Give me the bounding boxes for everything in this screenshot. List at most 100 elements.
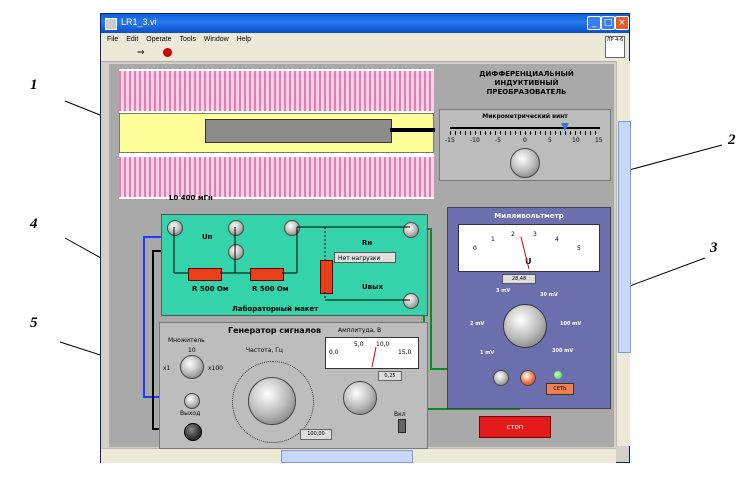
front-panel: L0 400 мГн ДИФФЕРЕНЦИАЛЬНЫЙ ИНДУКТИВНЫЙ …: [109, 64, 614, 449]
board-label-rn: Rн: [362, 239, 373, 247]
range-knob[interactable]: [503, 304, 547, 348]
micrometer-slider-track[interactable]: [450, 127, 600, 129]
menu-file[interactable]: File: [107, 36, 119, 43]
callout-2: 2: [728, 132, 736, 148]
hscroll-thumb[interactable]: [281, 450, 413, 463]
power-led: [554, 371, 562, 379]
amplitude-meter: 0,0 5,0 10,0 15,0: [325, 337, 419, 369]
board-label-un: Uп: [202, 233, 213, 241]
multiplier-value: 10: [188, 347, 196, 354]
power-label: Вкл: [394, 411, 406, 418]
range-1mv: 1 mV: [480, 350, 495, 356]
menu-edit[interactable]: Edit: [126, 36, 139, 43]
mv-input-jack-1[interactable]: [493, 370, 509, 386]
transducer-title-line1: ДИФФЕРЕНЦИАЛЬНЫЙ: [479, 70, 574, 78]
micro-scale-0: -15: [445, 137, 455, 144]
lab-board: Uп Rн Нет нагрузки R 500 Ом R 500 Ом Uвы…: [161, 214, 428, 316]
amplitude-knob[interactable]: [343, 381, 377, 415]
range-2mv: 2 mV: [470, 321, 485, 327]
amp-scale-1: 5,0: [354, 341, 364, 348]
r1-label: R 500 Ом: [192, 285, 229, 293]
micro-scale-6: 15: [595, 137, 603, 144]
horizontal-scrollbar[interactable]: [101, 448, 616, 463]
millivoltmeter-meter: 0 1 2 3 4 5 U: [458, 224, 600, 272]
stop-button[interactable]: стоп: [479, 416, 551, 438]
micrometer-box: Микрометрический винт -15 -10 -5 0 5 10 …: [439, 109, 611, 181]
multiplier-left: x1: [163, 365, 171, 372]
board-jack-3[interactable]: [228, 244, 244, 260]
power-toggle[interactable]: [398, 419, 406, 433]
mv-input-jack-2[interactable]: [520, 370, 536, 386]
mv-scale-2: 2: [511, 231, 515, 238]
resistor-load: [320, 260, 333, 294]
resistor-2: [250, 268, 284, 281]
micro-scale-4: 5: [548, 137, 552, 144]
callout-1: 1: [30, 77, 38, 93]
minimize-button[interactable]: _: [587, 16, 601, 30]
coil-core[interactable]: [205, 119, 392, 143]
maximize-button[interactable]: □: [601, 16, 615, 30]
micro-scale-3: 0: [523, 137, 527, 144]
millivoltmeter-readout: 28,48: [502, 274, 536, 284]
r2-label: R 500 Ом: [252, 285, 289, 293]
title-bar[interactable]: LR1_3.vi _ □ ×: [101, 14, 629, 33]
mv-scale-0: 0: [473, 245, 477, 252]
board-jack-4[interactable]: [284, 220, 300, 236]
coil-winding-top: [119, 71, 434, 111]
multiplier-knob[interactable]: [180, 355, 204, 379]
menu-tools[interactable]: Tools: [179, 36, 196, 43]
toolbar: ⇒: [101, 46, 629, 62]
millivoltmeter-title: Милливольтметр: [494, 212, 564, 220]
frequency-readout[interactable]: 100,00: [300, 429, 332, 440]
mv-scale-5: 5: [577, 245, 581, 252]
scroll-thumb[interactable]: [618, 121, 631, 353]
generator-ground-jack[interactable]: [184, 423, 202, 441]
callout-3: 3: [710, 240, 718, 256]
mv-scale-3: 3: [533, 231, 537, 238]
callout-5: 5: [30, 315, 38, 331]
generator-title: Генератор сигналов: [228, 326, 322, 335]
frequency-dial-ticks: [232, 361, 314, 443]
board-jack-out2[interactable]: [403, 293, 419, 309]
run-arrow-icon[interactable]: ⇒: [137, 48, 145, 58]
menu-window[interactable]: Window: [203, 36, 229, 43]
range-30mv: 30 mV: [540, 292, 558, 298]
micrometer-knob[interactable]: [510, 148, 540, 178]
transducer-title-line2: ИНДУКТИВНЫЙ: [494, 79, 559, 87]
close-button[interactable]: ×: [615, 16, 629, 30]
set-button[interactable]: СЕТЬ: [546, 383, 574, 395]
coil-area: [119, 69, 435, 199]
mv-scale-4: 4: [555, 236, 559, 243]
app-icon: [105, 18, 117, 30]
stop-sign-icon[interactable]: [163, 48, 172, 57]
board-label-uout: Uвых: [362, 283, 383, 291]
board-traces: [173, 226, 410, 301]
millivoltmeter: Милливольтметр 0 1 2 3 4 5 U 28,48 3 mV …: [447, 207, 611, 409]
micro-scale-5: 10: [572, 137, 580, 144]
board-jack-1[interactable]: [167, 220, 183, 236]
millivoltmeter-needle: [520, 236, 530, 270]
vi-icon: ЛР 4-6: [605, 36, 625, 58]
load-select[interactable]: Нет нагрузки: [334, 252, 396, 263]
core-rod: [390, 128, 435, 132]
coil-label: L0 400 мГн: [169, 194, 213, 202]
amplitude-readout[interactable]: 0,25: [378, 371, 402, 381]
range-100mv: 100 mV: [560, 321, 582, 327]
micrometer-ticks: [450, 131, 600, 135]
board-jack-out1[interactable]: [403, 222, 419, 238]
micrometer-slider-thumb[interactable]: [561, 123, 569, 131]
transducer-title: ДИФФЕРЕНЦИАЛЬНЫЙ ИНДУКТИВНЫЙ ПРЕОБРАЗОВА…: [444, 70, 609, 97]
vertical-scrollbar[interactable]: [616, 61, 631, 446]
micrometer-label: Микрометрический винт: [482, 113, 568, 120]
menu-help[interactable]: Help: [236, 36, 252, 43]
window-title: LR1_3.vi: [121, 17, 157, 27]
micro-scale-2: -5: [495, 137, 501, 144]
application-window: LR1_3.vi _ □ × File Edit Operate Tools W…: [100, 13, 631, 463]
frequency-knob[interactable]: [248, 377, 296, 425]
range-300mv: 300 mV: [552, 348, 574, 354]
amplitude-needle: [371, 346, 377, 368]
amplitude-label: Амплитуда, В: [338, 327, 382, 334]
menu-operate[interactable]: Operate: [146, 36, 172, 43]
generator-output-jack[interactable]: [184, 393, 200, 409]
board-jack-2[interactable]: [228, 220, 244, 236]
